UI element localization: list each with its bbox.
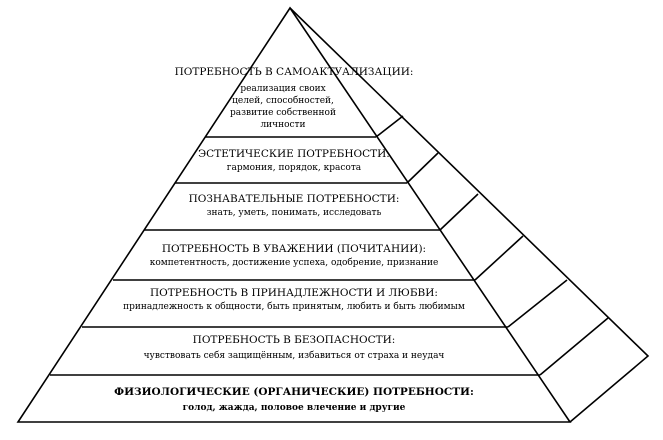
level-title: ЭСТЕТИЧЕСКИЕ ПОТРЕБНОСТИ: — [198, 148, 390, 160]
level-cognitive: ПОЗНАВАТЕЛЬНЫЕ ПОТРЕБНОСТИ: знать, уметь… — [189, 193, 400, 218]
level-esteem: ПОТРЕБНОСТЬ В УВАЖЕНИИ (ПОЧИТАНИИ): комп… — [150, 243, 439, 268]
side-divider-5 — [507, 279, 568, 328]
pyramid-side-face — [289, 7, 650, 423]
level-desc-line: гармония, порядок, красота — [227, 163, 362, 173]
side-divider-2 — [406, 152, 439, 184]
level-title: ПОТРЕБНОСТЬ В САМОАКТУАЛИЗАЦИИ: — [175, 66, 414, 78]
pyramid-outline — [16, 6, 650, 423]
pyramid-front-face — [16, 6, 572, 423]
level-desc-line: целей, способностей, — [232, 95, 334, 106]
level-safety: ПОТРЕБНОСТЬ В БЕЗОПАСНОСТИ: чувствовать … — [144, 334, 445, 361]
level-physiological: ФИЗИОЛОГИЧЕСКИЕ (ОРГАНИЧЕСКИЕ) ПОТРЕБНОС… — [114, 386, 474, 413]
side-divider-6 — [539, 317, 609, 376]
level-title: ПОТРЕБНОСТЬ В ПРИНАДЛЕЖНОСТИ И ЛЮБВИ: — [150, 287, 438, 299]
level-desc-line: личности — [260, 120, 305, 130]
level-dividers — [50, 115, 609, 376]
level-desc-line: компетентность, достижение успеха, одобр… — [150, 257, 439, 268]
level-desc-line: реализация своих — [240, 84, 325, 94]
level-belonging: ПОТРЕБНОСТЬ В ПРИНАДЛЕЖНОСТИ И ЛЮБВИ: пр… — [123, 287, 465, 312]
level-self-actualization: ПОТРЕБНОСТЬ В САМОАКТУАЛИЗАЦИИ: реализац… — [175, 66, 414, 130]
level-aesthetic: ЭСТЕТИЧЕСКИЕ ПОТРЕБНОСТИ: гармония, поря… — [198, 148, 390, 173]
side-divider-1 — [375, 115, 404, 138]
level-title: ПОЗНАВАТЕЛЬНЫЕ ПОТРЕБНОСТИ: — [189, 193, 400, 205]
level-desc-line: развитие собственной — [230, 107, 336, 118]
level-title: ПОТРЕБНОСТЬ В БЕЗОПАСНОСТИ: — [193, 334, 396, 346]
level-desc-line: знать, уметь, понимать, исследовать — [207, 208, 382, 218]
level-desc-line: чувствовать себя защищённым, избавиться … — [144, 350, 445, 361]
level-title: ПОТРЕБНОСТЬ В УВАЖЕНИИ (ПОЧИТАНИИ): — [162, 243, 426, 255]
side-divider-3 — [439, 193, 479, 231]
level-desc-line: принадлежность к общности, быть принятым… — [123, 301, 465, 312]
level-desc-line: голод, жажда, половое влечение и другие — [183, 403, 406, 413]
side-divider-4 — [474, 235, 524, 281]
level-title: ФИЗИОЛОГИЧЕСКИЕ (ОРГАНИЧЕСКИЕ) ПОТРЕБНОС… — [114, 386, 474, 398]
